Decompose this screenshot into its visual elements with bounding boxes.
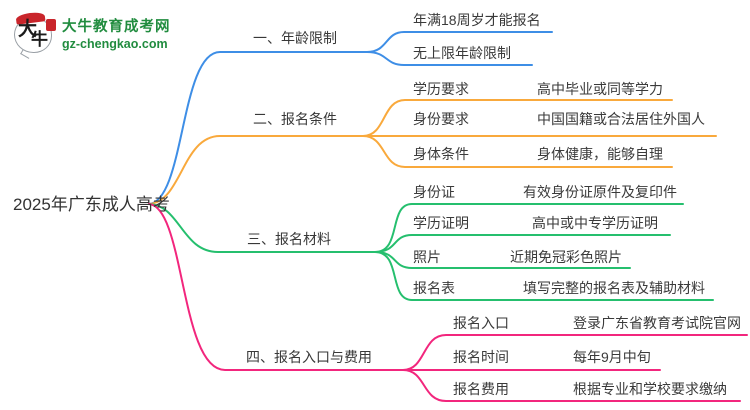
- branch-2-child-2-value: 中国国籍或合法居住外国人: [537, 111, 705, 127]
- logo-bubble-icon: 大 牛: [13, 11, 56, 59]
- branch-3-lines: [148, 203, 714, 301]
- branch-3-label: 三、报名材料: [247, 231, 331, 247]
- branch-4-child-1-value: 登录广东省教育考试院官网: [573, 315, 741, 331]
- branch-2-child-3-value: 身体健康，能够自理: [537, 146, 663, 162]
- branch-3-child-1-value: 有效身份证原件及复印件: [523, 184, 677, 200]
- site-logo[interactable]: 大 牛 大牛教育成考网 gz-chengkao.com: [13, 11, 171, 59]
- branch-4-child-1-key: 报名入口: [453, 315, 509, 331]
- branch-4-lines: [148, 203, 748, 402]
- branch-4-label: 四、报名入口与费用: [246, 349, 372, 365]
- branch-3-child-1-key: 身份证: [413, 184, 455, 200]
- branch-1-label: 一、年龄限制: [253, 30, 337, 46]
- branch-2-child-2-key: 身份要求: [413, 111, 469, 127]
- branch-1-child-2: 无上限年龄限制: [413, 45, 511, 61]
- branch-2-child-3-key: 身体条件: [413, 146, 469, 162]
- branch-4-child-2-value: 每年9月中旬: [573, 349, 651, 365]
- logo-domain: gz-chengkao.com: [62, 37, 168, 51]
- logo-char-niu: 牛: [31, 30, 48, 49]
- logo-red-seal-icon: [46, 19, 56, 31]
- branch-2-child-1-value: 高中毕业或同等学力: [537, 81, 663, 97]
- branch-4-child-3-key: 报名费用: [453, 381, 509, 397]
- branch-3-child-2-value: 高中或中专学历证明: [532, 215, 658, 231]
- branch-3-child-3-value: 近期免冠彩色照片: [510, 249, 622, 265]
- branch-1-lines: [148, 31, 553, 205]
- branch-3-child-4-value: 填写完整的报名表及辅助材料: [523, 280, 705, 296]
- branch-2-child-1-key: 学历要求: [413, 81, 469, 97]
- branch-1-child-1: 年满18周岁才能报名: [413, 12, 541, 28]
- branch-3-child-4-key: 报名表: [413, 280, 455, 296]
- logo-title: 大牛教育成考网: [62, 19, 171, 35]
- branch-2-label: 二、报名条件: [253, 111, 337, 127]
- branch-3-child-2-key: 学历证明: [413, 215, 469, 231]
- logo-text: 大牛教育成考网 gz-chengkao.com: [62, 13, 171, 51]
- branch-2-lines: [148, 99, 717, 205]
- logo-char-da: 大: [18, 19, 38, 40]
- branch-3-child-3-key: 照片: [413, 249, 441, 265]
- root-node: 2025年广东成人高考: [13, 195, 170, 214]
- branch-4-child-3-value: 根据专业和学校要求缴纳: [573, 381, 727, 397]
- branch-4-child-2-key: 报名时间: [453, 349, 509, 365]
